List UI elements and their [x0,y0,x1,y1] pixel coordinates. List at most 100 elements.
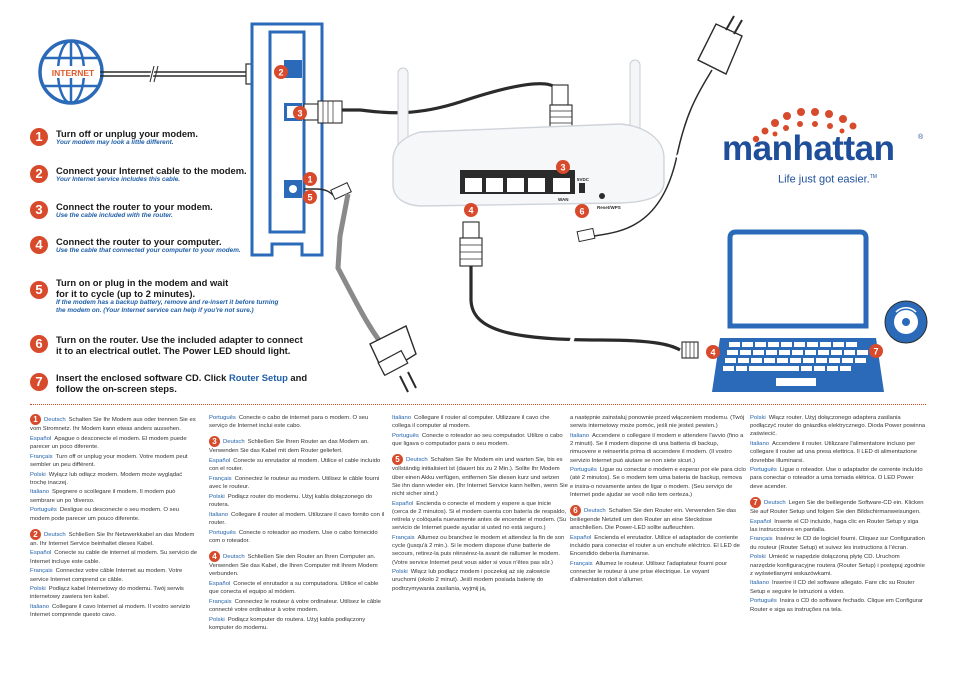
language-label: Italiano [30,604,49,611]
cd-icon [884,300,928,344]
callout-7: 7 [869,344,883,358]
translation-text: Schließen Sie Ihren Router an das Modem … [209,439,369,455]
translation-text: Collegare il cavo Internet al modem. Il … [30,604,191,619]
ethernet-cable-modem-router [303,82,573,152]
modem-power-cable [304,182,417,393]
translation-text: Insira o CD do software fechado. Clique … [750,598,923,613]
language-label: Polski [392,569,408,576]
step-number: 5 [30,281,48,299]
language-label: Français [30,453,53,460]
router [392,59,665,207]
step-number-badge: 2 [30,528,41,540]
reset-wps-label: Reset/WPS [597,205,621,210]
language-label: Português [209,529,236,536]
language-label: Português [30,507,57,514]
step-number-badge: 4 [209,551,220,563]
language-label: Italiano [570,432,589,439]
language-label: Português [750,467,777,474]
translation-text: Desligue ou desconecte o seu modem. O se… [30,507,180,522]
language-label: Español [209,581,231,588]
language-label: Polski [750,554,766,561]
step-title: Turn off or unplug your modem. [56,128,198,139]
brand-tagline: Life just got easier.TM [778,173,877,186]
brand-registered-mark: ® [918,134,924,141]
step-subtitle-line-2: the modem on. (Your Internet service can… [56,307,254,314]
step-title-line-2: for it to cycle (up to 2 minutes). [56,288,196,299]
modem [250,22,324,257]
step-number-badge: 1 [30,414,41,425]
language-label: Italiano [750,441,769,448]
brand-name: manhattan [722,129,895,168]
language-label: Italiano [209,511,228,518]
step-number-badge: 7 [750,496,761,508]
translation-text: Collegare il router al modem. Utilizzare… [209,511,385,527]
translation-text: Umieść w napędzie dołączoną płytę CD. Ur… [750,554,925,577]
language-label: Español [750,518,772,525]
translation-text: Encienda o conecte el modem y espere a q… [392,500,567,532]
language-label: Polski [209,493,225,500]
translation-text: Inserire il CD del software allegato. Fa… [750,580,915,595]
wan-port-label: WAN [558,197,569,202]
language-label: Français [209,598,232,605]
step-number: 1 [30,128,48,146]
language-label: Español [30,435,52,442]
language-label: Français [392,534,415,541]
svg-text:3: 3 [297,109,302,119]
translation-item: a następnie zainstaluj ponownie przed wł… [570,414,746,430]
translation-text: Schließen Sie Ihr Netzwerkkabel an das M… [30,531,195,547]
language-label: Deutsch [584,508,606,515]
language-label: Polski [30,471,46,478]
callout-4-router: 4 [464,203,478,217]
translation-text: Encienda el enrutador. Utilice el adapta… [570,534,740,558]
step-title-line-2: follow the on-screen steps. [56,383,177,394]
dotted-divider [30,404,926,405]
language-label: Português [750,598,777,605]
translation-text: Conecte o cabo de internet para o modem.… [209,415,369,430]
translation-text: Ligue o roteador. Use o adaptador de cor… [750,467,923,490]
language-label: Italiano [30,489,49,496]
step-subtitle: Use the cable included with the router. [56,212,173,219]
step-subtitle: If the modem has a backup battery, remov… [56,299,279,306]
step-subtitle: Your Internet service includes this cabl… [56,176,181,183]
translation-text: Conecte el enrutador a su computadora. U… [209,581,379,596]
language-label: Français [750,536,773,543]
step-number: 3 [30,201,48,219]
translation-text: Insérez le CD de logiciel fourni. Clique… [750,536,925,551]
router-setup-label: Router Setup [228,372,288,383]
step-number: 2 [30,165,48,183]
translation-text: Podłącz router do modemu. Użyj kabla doł… [209,493,373,509]
callout-3-modem: 3 [293,106,307,120]
translation-text: Włącz router. Użyj dołączonego adaptera … [750,415,926,438]
translation-text: Schließen Sie den Router an Ihren Comput… [209,554,378,578]
setup-diagram: INTERNET [38,15,928,393]
step-title: Turn on or plug in the modem and wait [56,277,229,288]
translation-text: Conecte su enrutador al modem. Utilice e… [209,458,381,473]
step-number: 7 [30,373,48,391]
translation-text: Inserte el CD incluido, haga clic en Rou… [750,518,919,533]
translation-text: Schalten Sie Ihr Modem aus oder trennen … [30,417,196,432]
svg-text:6: 6 [579,207,584,217]
language-label: Português [570,467,597,474]
svg-text:2: 2 [278,68,283,78]
